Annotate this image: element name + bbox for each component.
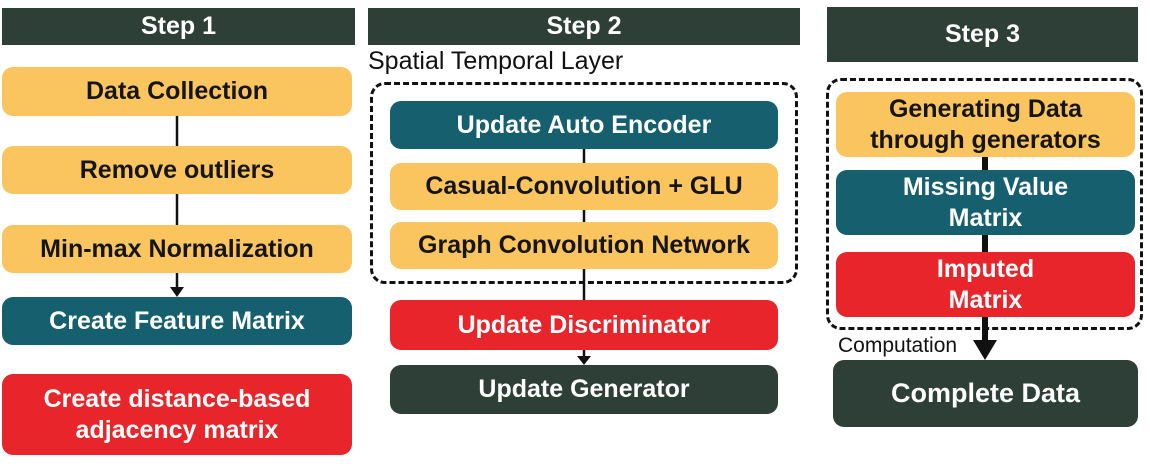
- node-missing-value-matrix: Missing Value Matrix: [836, 170, 1135, 235]
- node-generating-data: Generating Data through generators: [836, 92, 1135, 157]
- node-remove-outliers: Remove outliers: [2, 146, 352, 194]
- node-update-generator: Update Generator: [390, 365, 778, 414]
- node-update-auto-encoder: Update Auto Encoder: [390, 101, 778, 149]
- arrowhead-step2: [577, 356, 591, 365]
- step3-header: Step 3: [827, 7, 1138, 62]
- node-casual-convolution-glu: Casual-Convolution + GLU: [390, 163, 778, 210]
- node-data-collection: Data Collection: [2, 67, 352, 116]
- node-graph-convolution-network: Graph Convolution Network: [390, 222, 778, 269]
- spatial-temporal-layer-label: Spatial Temporal Layer: [368, 47, 624, 75]
- node-create-adjacency-matrix: Create distance-based adjacency matrix: [2, 374, 352, 455]
- step2-header: Step 2: [368, 8, 800, 45]
- arrowhead-step1: [170, 287, 184, 297]
- arrowhead-step3-computation: [973, 340, 997, 360]
- node-min-max-normalization: Min-max Normalization: [2, 225, 352, 273]
- step1-header: Step 1: [2, 8, 355, 45]
- node-create-feature-matrix: Create Feature Matrix: [2, 297, 352, 345]
- node-complete-data: Complete Data: [833, 360, 1138, 427]
- node-update-discriminator: Update Discriminator: [390, 300, 778, 350]
- node-imputed-matrix: Imputed Matrix: [836, 252, 1135, 317]
- computation-label: Computation: [838, 334, 958, 357]
